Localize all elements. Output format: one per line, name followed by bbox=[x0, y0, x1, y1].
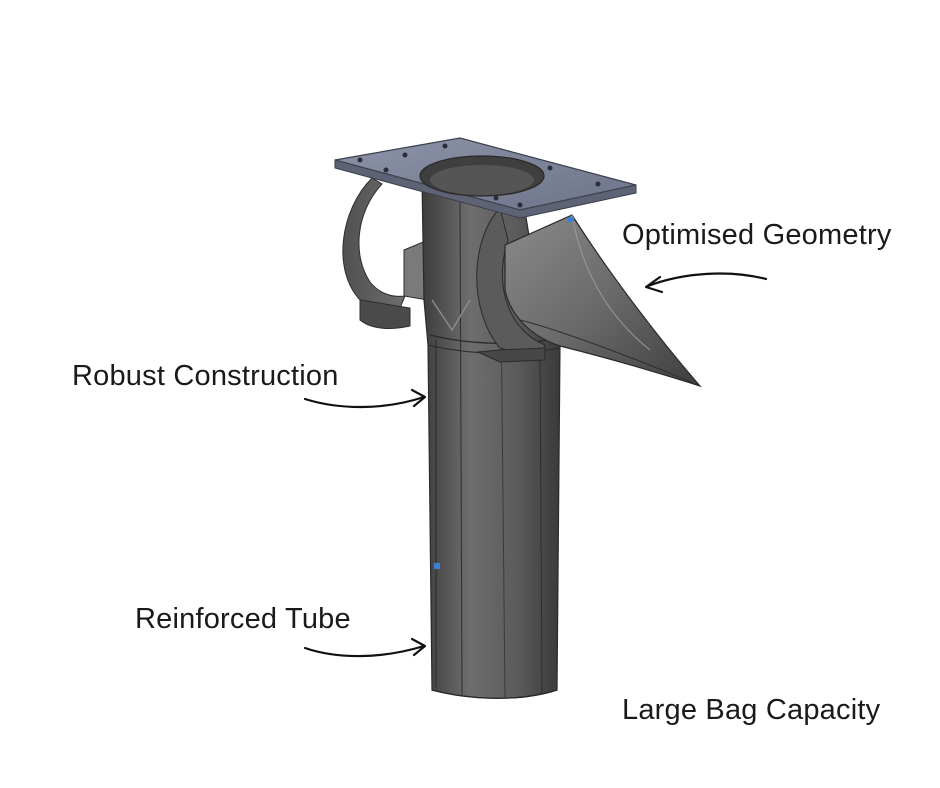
optimised-cone bbox=[504, 214, 702, 388]
label-large-bag-capacity: Large Bag Capacity bbox=[622, 694, 881, 726]
right-bracket bbox=[476, 206, 546, 363]
arrow-geometry-icon bbox=[644, 272, 768, 294]
mounting-plate bbox=[334, 137, 637, 219]
label-robust-construction: Robust Construction bbox=[72, 360, 339, 392]
label-reinforced-tube: Reinforced Tube bbox=[135, 603, 351, 635]
arrow-tube-icon bbox=[303, 637, 427, 658]
left-bracket bbox=[342, 177, 429, 329]
arrow-robust-icon bbox=[303, 388, 427, 409]
label-optimised-geometry: Optimised Geometry bbox=[622, 219, 892, 251]
